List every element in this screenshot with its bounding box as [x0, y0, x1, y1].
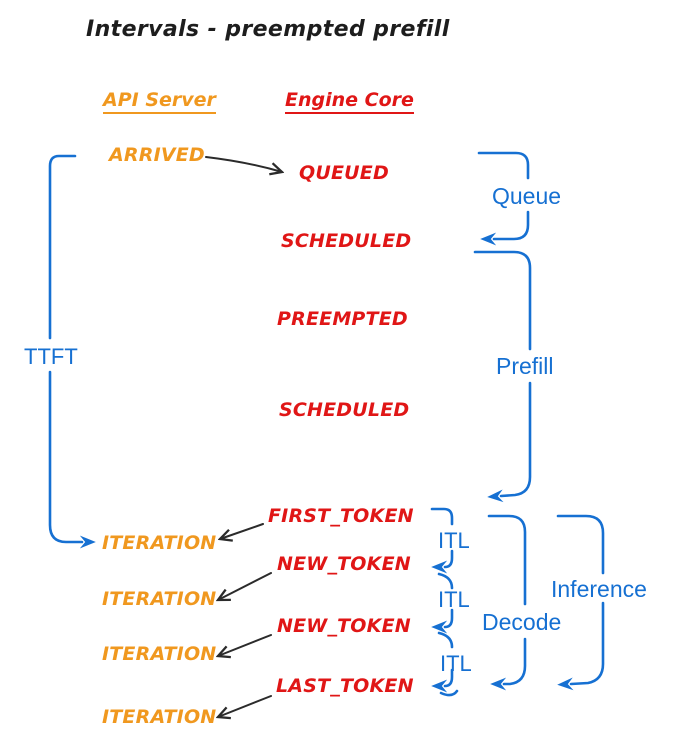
itl-brackets	[430, 507, 459, 697]
decode-bracket	[487, 514, 527, 691]
arrow-new-token2-to-iteration3	[218, 634, 272, 656]
interval-label-decode: Decode	[482, 609, 562, 635]
decode-bracket-top	[487, 514, 527, 606]
itl3-tail	[439, 689, 459, 697]
event-iteration-4: ITERATION	[102, 706, 217, 728]
itl2-arrow	[431, 608, 454, 634]
arrow-new-token1-to-iteration2	[218, 572, 272, 600]
itl3-hook	[437, 631, 454, 649]
event-arrows	[205, 156, 282, 717]
prefill-bracket-arrow	[487, 381, 532, 503]
itl3-arrow	[431, 668, 454, 693]
interval-label-queue: Queue	[492, 183, 562, 209]
itl2-hook	[437, 572, 454, 590]
queue-bracket-arrow	[480, 210, 530, 246]
itl1-arrow	[431, 549, 454, 574]
arrow-first-token-to-iteration1	[220, 523, 264, 539]
event-iteration-1: ITERATION	[102, 532, 217, 554]
column-header-engine-core: Engine Core	[285, 89, 414, 114]
arrow-last-token-to-iteration4	[218, 695, 272, 717]
inference-bracket	[556, 514, 605, 691]
event-iteration-2: ITERATION	[102, 588, 217, 610]
arrow-arrived-to-queued	[205, 156, 282, 172]
inference-bracket-arrow	[557, 601, 605, 691]
interval-label-itl-3: ITL	[440, 651, 472, 676]
interval-label-itl-2: ITL	[438, 587, 470, 612]
event-last-token: LAST_TOKEN	[276, 675, 414, 697]
event-queued: QUEUED	[299, 162, 389, 184]
ttft-bracket	[48, 154, 96, 549]
event-preempted: PREEMPTED	[277, 308, 408, 330]
interval-label-ttft: TTFT	[24, 344, 78, 369]
queue-bracket	[477, 151, 530, 246]
prefill-bracket	[473, 250, 532, 503]
event-scheduled-1: SCHEDULED	[281, 230, 412, 252]
ttft-bracket-arrow	[48, 370, 96, 549]
event-arrived: ARRIVED	[109, 144, 205, 166]
itl1-hook	[430, 507, 454, 526]
event-iteration-3: ITERATION	[102, 643, 217, 665]
event-new-token-1: NEW_TOKEN	[277, 553, 411, 575]
column-header-api-server: API Server	[103, 89, 216, 114]
interval-label-itl-1: ITL	[438, 528, 470, 553]
decode-bracket-arrow	[490, 637, 527, 691]
interval-label-prefill: Prefill	[496, 353, 554, 379]
interval-label-inference: Inference	[551, 576, 647, 602]
inference-bracket-top	[556, 514, 605, 575]
event-new-token-2: NEW_TOKEN	[277, 615, 411, 637]
prefill-bracket-top	[473, 250, 532, 351]
diagram-title: Intervals - preempted prefill	[86, 17, 450, 42]
event-scheduled-2: SCHEDULED	[279, 399, 410, 421]
ttft-bracket-top	[48, 154, 77, 340]
queue-bracket-top	[477, 151, 530, 180]
event-first-token: FIRST_TOKEN	[268, 505, 414, 527]
